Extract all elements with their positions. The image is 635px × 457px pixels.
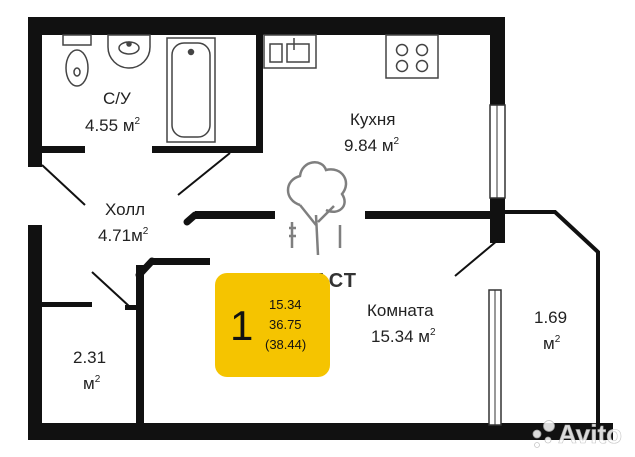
watermark-text: Avito <box>558 419 622 449</box>
avito-logo-icon <box>532 420 555 448</box>
svg-text:4.71м2: 4.71м2 <box>98 226 149 245</box>
kitchen-window <box>489 104 506 199</box>
room-balcony-label: 1.69 м2 <box>534 308 567 353</box>
rooms-count: 1 <box>230 302 253 349</box>
sink-icon <box>107 34 151 69</box>
kitchen-area: 9.84 <box>344 136 377 155</box>
room-storage-label: 2.31 м2 <box>73 348 106 393</box>
hall-name: Холл <box>105 200 145 219</box>
bathtub-icon <box>166 37 216 143</box>
avito-watermark: Avito <box>532 419 622 449</box>
apartment-badge: 1 15.34 36.75 (38.44) <box>215 273 330 377</box>
interior-walls <box>40 35 500 425</box>
svg-text:м2: м2 <box>83 374 101 393</box>
wall-details <box>135 211 199 279</box>
total-area-with-balcony: (38.44) <box>265 337 306 352</box>
storage-area: 2.31 <box>73 348 106 367</box>
hall-area: 4.71 <box>98 226 131 245</box>
kitchen-sink-icon <box>263 34 317 69</box>
total-area: 36.75 <box>269 317 302 332</box>
room-main-label: Комната 15.34 м2 <box>367 301 436 346</box>
room-name: Комната <box>367 301 434 320</box>
room-bathroom-label: С/У 4.55 м2 <box>85 89 141 135</box>
kitchen-name: Кухня <box>350 110 396 129</box>
svg-text:15.34 м2: 15.34 м2 <box>371 327 436 346</box>
living-area: 15.34 <box>269 297 302 312</box>
balcony-area: 1.69 <box>534 308 567 327</box>
stove-icon <box>385 34 439 79</box>
balcony-door <box>488 289 502 426</box>
badge-background <box>215 273 330 377</box>
toilet-icon <box>62 34 92 87</box>
outer-walls <box>28 17 613 440</box>
svg-text:9.84 м2: 9.84 м2 <box>344 136 400 155</box>
bathroom-area: 4.55 <box>85 116 118 135</box>
svg-text:м2: м2 <box>543 334 561 353</box>
svg-text:4.55 м2: 4.55 м2 <box>85 116 141 135</box>
door-swings <box>41 152 499 308</box>
room-area: 15.34 <box>371 327 414 346</box>
room-kitchen-label: Кухня 9.84 м2 <box>344 110 400 155</box>
tree-icon <box>286 161 348 256</box>
bathroom-name: С/У <box>103 89 131 108</box>
room-hall-label: Холл 4.71м2 <box>98 200 149 245</box>
balcony-outline <box>505 210 600 425</box>
